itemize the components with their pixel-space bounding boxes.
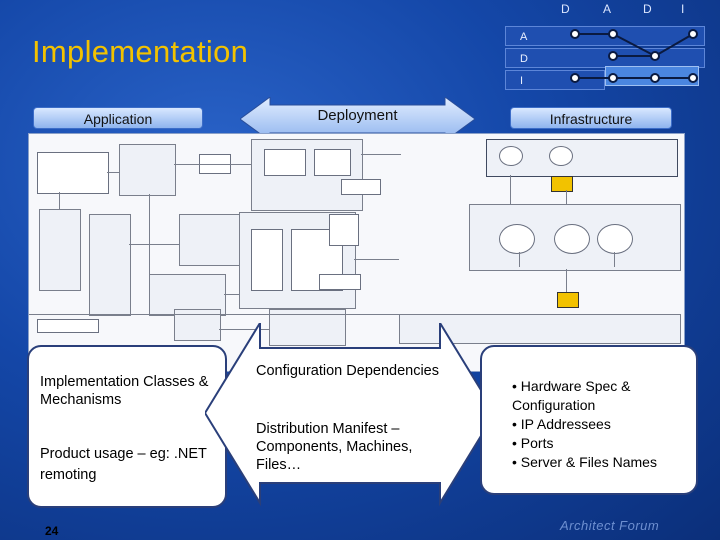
matrix-col-header: I <box>681 2 685 16</box>
diagram-box <box>37 319 99 333</box>
diagram-box <box>119 144 176 196</box>
matrix-row-label: I <box>520 75 524 87</box>
implementation-panel: Implementation Classes & Mechanisms Prod… <box>27 345 227 508</box>
matrix-connectors <box>570 29 698 83</box>
diagram-node <box>499 146 523 166</box>
deployment-panel-body: Distribution Manifest – Components, Mach… <box>256 421 413 473</box>
diagram-box <box>329 214 359 246</box>
diagram-box <box>341 179 381 195</box>
list-item: • Server & Files Names <box>512 454 657 470</box>
matrix-row-i: I <box>505 70 605 90</box>
diagram-box <box>314 149 351 176</box>
matrix-col-header: D <box>561 2 570 16</box>
infrastructure-item: IP Addressees <box>520 416 611 432</box>
slide-title: Implementation <box>32 34 249 69</box>
infrastructure-panel: • Hardware Spec & Configuration • IP Add… <box>480 345 698 495</box>
list-item: • Hardware Spec & Configuration <box>512 378 631 413</box>
footer-brand: Architect Forum <box>560 518 660 533</box>
diagram-box <box>39 209 81 291</box>
diagram-box <box>37 152 109 194</box>
diagram-box <box>264 149 306 176</box>
matrix-row-label: D <box>520 53 528 65</box>
deployment-panel-shape <box>205 323 495 507</box>
infrastructure-list: • Hardware Spec & Configuration • IP Add… <box>512 377 692 472</box>
matrix-col-header: D <box>643 2 652 16</box>
firewall-icon <box>551 176 573 192</box>
diagram-node <box>554 224 590 254</box>
infrastructure-item: Server & Files Names <box>520 454 657 470</box>
diagram-node <box>597 224 633 254</box>
page-number: 24 <box>45 524 59 538</box>
diagram-box <box>319 274 361 290</box>
firewall-icon <box>557 292 579 308</box>
diagram-node <box>499 224 535 254</box>
dadi-matrix: D A D I A D I <box>505 0 720 95</box>
diagram-box <box>269 309 346 346</box>
application-label: Application <box>33 107 203 129</box>
matrix-col-header: A <box>603 2 612 16</box>
panel-body: Product usage – eg: .NET remoting <box>40 446 207 483</box>
panel-heading: Implementation Classes & Mechanisms <box>40 374 209 408</box>
list-item: • Ports <box>512 435 554 451</box>
infrastructure-label: Infrastructure <box>510 107 672 129</box>
list-item: • IP Addressees <box>512 416 611 432</box>
matrix-row-label: A <box>520 31 528 43</box>
diagram-node <box>549 146 573 166</box>
infrastructure-item: Hardware Spec & Configuration <box>512 378 631 413</box>
diagram-box <box>179 214 241 266</box>
matrix-row-a: A <box>505 26 705 46</box>
deployment-label: Deployment <box>317 107 398 124</box>
diagram-box <box>89 214 131 316</box>
infrastructure-item: Ports <box>520 435 554 451</box>
diagram-box <box>251 229 283 291</box>
deployment-panel-heading: Configuration Dependencies <box>256 363 439 379</box>
